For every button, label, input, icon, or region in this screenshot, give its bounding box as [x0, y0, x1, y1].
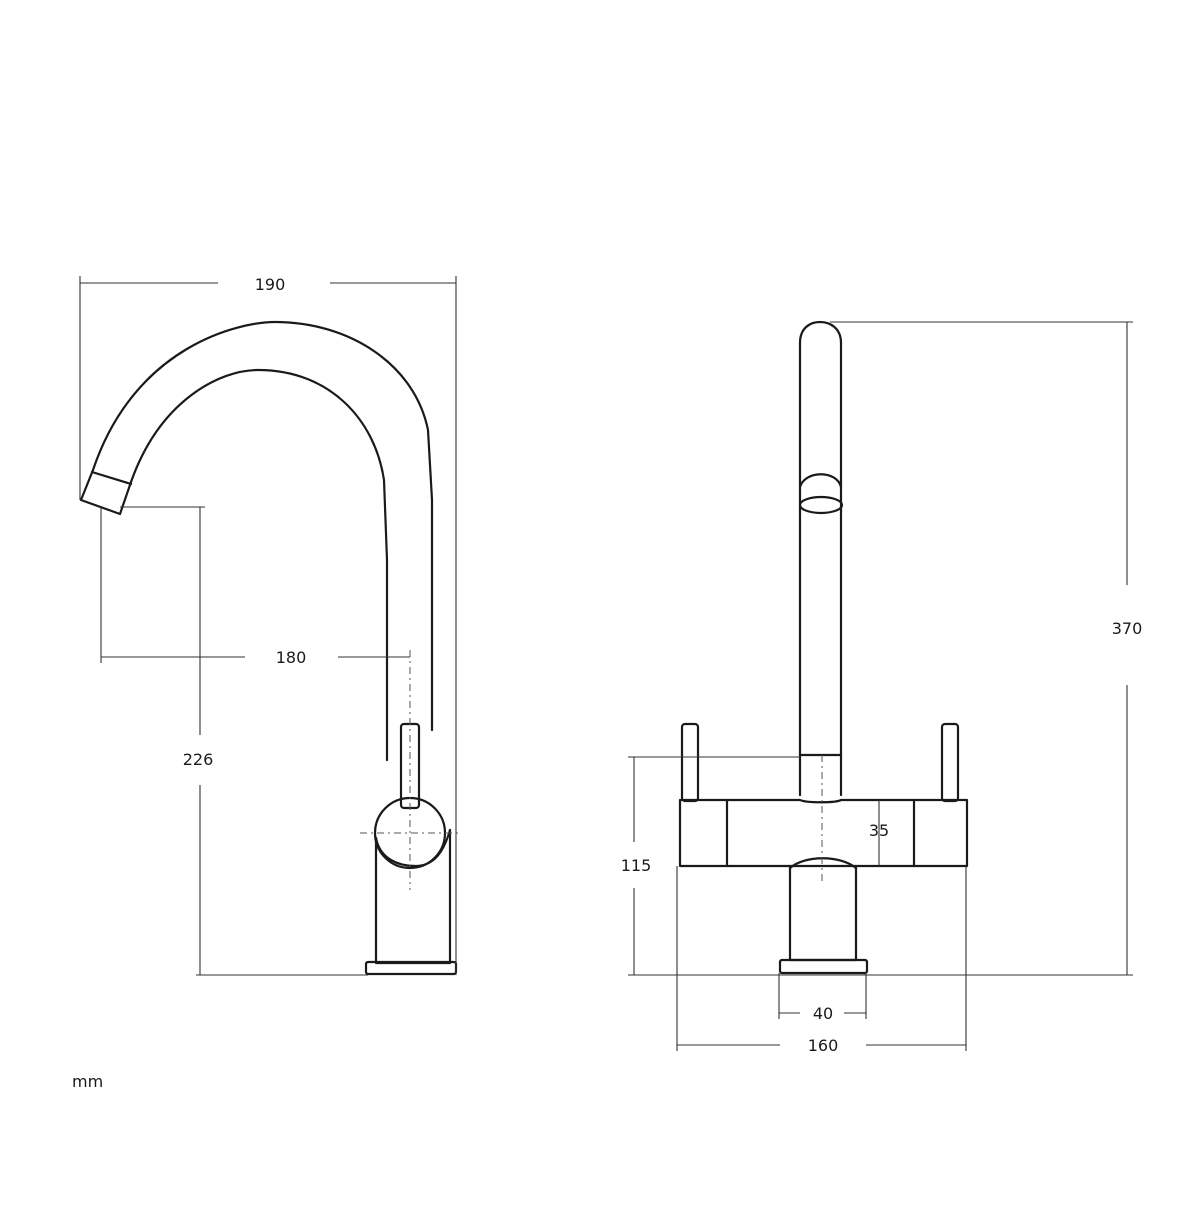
side-spout-outer: [91, 320, 434, 732]
unit-label: mm: [72, 1072, 103, 1091]
front-spout-opening-shade: [798, 473, 843, 489]
front-handle-right: [940, 722, 960, 803]
side-spout-tip-ring: [90, 470, 133, 486]
front-dim-370-label: 370: [1112, 619, 1143, 638]
front-view: 370 115 35 40 160: [621, 320, 1143, 1055]
side-spout-inner: [129, 368, 389, 762]
side-view: 190 180 226: [79, 275, 460, 976]
side-dim-180-label: 180: [276, 648, 307, 667]
front-dim-40-label: 40: [813, 1004, 833, 1023]
front-stem: [788, 864, 858, 962]
side-body: [374, 828, 452, 965]
front-dim-115-label: 115: [621, 856, 652, 875]
side-body-inner-edge: [374, 828, 452, 868]
front-handle-left: [680, 722, 700, 803]
front-base-plate: [778, 958, 869, 975]
side-dim-190-label: 190: [255, 275, 286, 294]
side-dim-226-label: 226: [183, 750, 214, 769]
front-spout-column: [798, 320, 843, 797]
front-spout-opening: [798, 495, 844, 515]
front-dim-160-label: 160: [808, 1036, 839, 1055]
front-dim-35-label: 35: [869, 821, 889, 840]
front-cross-body: [678, 798, 969, 868]
front-stem-neck: [788, 857, 858, 870]
